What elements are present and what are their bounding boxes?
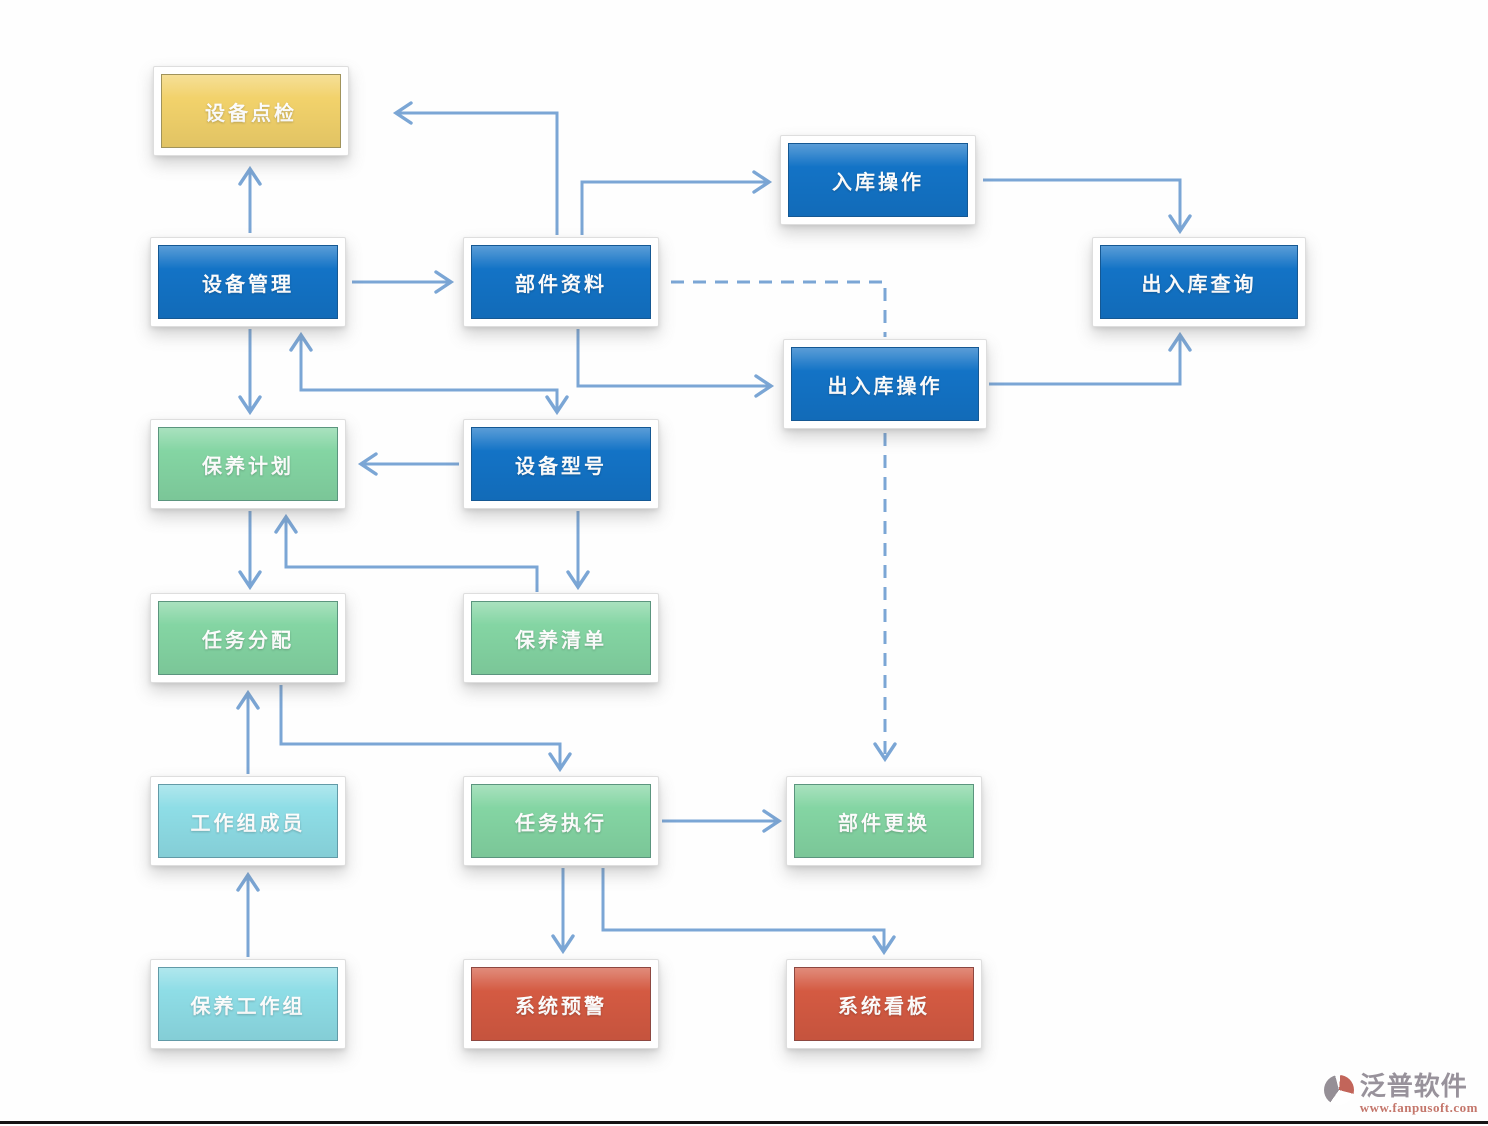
fanpu-logo-icon [1323,1075,1354,1105]
node-in-out-operation-label: 出入库操作 [791,347,979,421]
node-inbound-operation: 入库操作 [780,135,976,225]
edge-task-assignment-to-task-execution [279,685,572,773]
node-task-execution: 任务执行 [463,776,659,866]
node-equipment-inspection: 设备点检 [153,66,349,156]
node-system-dashboard-label: 系统看板 [794,967,974,1041]
node-task-assignment-label: 任务分配 [158,601,338,675]
node-in-out-query: 出入库查询 [1092,237,1306,327]
node-task-execution-label: 任务执行 [471,784,651,858]
node-maintenance-plan: 保养计划 [150,419,346,509]
node-maintenance-workgroup: 保养工作组 [150,959,346,1049]
node-maintenance-plan-label: 保养计划 [158,427,338,501]
edge-parts-data-to-equipment-inspection [392,101,559,235]
node-maintenance-workgroup-label: 保养工作组 [158,967,338,1041]
edge-in-out-operation-to-in-out-query [989,331,1192,386]
node-equipment-management-label: 设备管理 [158,245,338,319]
node-system-dashboard: 系统看板 [786,959,982,1049]
node-workgroup-members: 工作组成员 [150,776,346,866]
node-parts-data-label: 部件资料 [471,245,651,319]
edge-equipment-management-equipment-model-bidirectional [289,331,569,416]
node-parts-data: 部件资料 [463,237,659,327]
node-parts-replacement: 部件更换 [786,776,982,866]
node-parts-replacement-label: 部件更换 [794,784,974,858]
node-equipment-management: 设备管理 [150,237,346,327]
node-equipment-inspection-label: 设备点检 [161,74,341,148]
bottom-border-line [0,1121,1488,1124]
node-system-alert: 系统预警 [463,959,659,1049]
watermark-brand: 泛普软件 [1359,1071,1468,1101]
edge-parts-data-to-in-out-operation [576,329,775,398]
edge-parts-data-to-in-out-operation-dashed [671,280,887,337]
node-equipment-model-label: 设备型号 [471,427,651,501]
edge-task-execution-to-system-dashboard [601,868,896,956]
node-workgroup-members-label: 工作组成员 [158,784,338,858]
vendor-watermark: 泛普软件 www.fanpusoft.com [1323,1071,1478,1115]
edge-inbound-operation-to-in-out-query [983,178,1192,235]
watermark-url: www.fanpusoft.com [1359,1100,1478,1115]
node-maintenance-list-label: 保养清单 [471,601,651,675]
node-inbound-operation-label: 入库操作 [788,143,968,217]
node-in-out-query-label: 出入库查询 [1100,245,1298,319]
edge-maintenance-list-to-maintenance-plan [274,513,539,592]
node-in-out-operation: 出入库操作 [783,339,987,429]
edge-parts-data-to-inbound-operation [580,170,773,235]
node-system-alert-label: 系统预警 [471,967,651,1041]
node-maintenance-list: 保养清单 [463,593,659,683]
node-equipment-model: 设备型号 [463,419,659,509]
node-task-assignment: 任务分配 [150,593,346,683]
